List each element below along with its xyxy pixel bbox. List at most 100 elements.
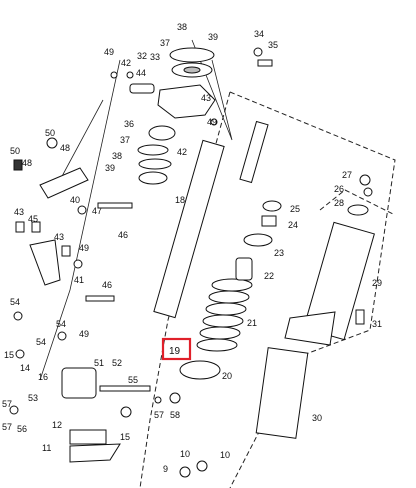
spacer-43c [61, 245, 71, 257]
spring-21 [196, 278, 253, 352]
bushing-39b [138, 171, 168, 185]
callout-52: 52 [112, 358, 122, 368]
callout-40: 40 [70, 195, 80, 205]
callout-39: 39 [208, 32, 218, 42]
callout-9: 9 [163, 464, 168, 474]
assembly-outline-left [139, 91, 231, 488]
callout-16: 16 [38, 372, 48, 382]
washer-37b [137, 144, 169, 156]
callout-36: 36 [124, 119, 134, 129]
bolt-31 [355, 309, 365, 325]
cap-24 [261, 215, 277, 227]
callout-23: 23 [274, 248, 284, 258]
bump-stop-22 [235, 257, 253, 281]
washer-49c [73, 259, 83, 269]
callout-47: 47 [92, 206, 102, 216]
shock-rod-18 [153, 139, 225, 319]
callout-55: 55 [128, 375, 138, 385]
callout-42b: 42 [177, 147, 187, 157]
bushing-39-inner [183, 66, 201, 74]
callout-48b: 48 [22, 158, 32, 168]
leader-line [39, 59, 121, 381]
nut-27 [359, 174, 371, 186]
callout-57c: 57 [154, 410, 164, 420]
callout-53: 53 [28, 393, 38, 403]
callout-28: 28 [334, 198, 344, 208]
sleeve-30 [255, 347, 309, 439]
callout-24: 24 [288, 220, 298, 230]
washer-54b [57, 331, 67, 341]
bushing-23 [243, 233, 273, 247]
callout-15b: 15 [120, 432, 130, 442]
highlight-box [161, 337, 192, 361]
callout-22: 22 [264, 271, 274, 281]
callout-41: 41 [74, 275, 84, 285]
bolt-35 [257, 59, 273, 67]
callout-30: 30 [312, 413, 322, 423]
plate-11 [69, 443, 121, 463]
callout-labels: 38 39 37 34 35 49 32 33 42 44 43 36 49 3… [2, 22, 382, 474]
callout-49d: 49 [79, 329, 89, 339]
leader-line [59, 99, 104, 181]
callout-29: 29 [372, 278, 382, 288]
washer-26 [363, 187, 373, 197]
callout-38: 38 [177, 22, 187, 32]
bracket-12 [69, 429, 107, 445]
callout-35: 35 [268, 40, 278, 50]
callout-43b: 43 [14, 207, 24, 217]
bolt-46b [85, 295, 115, 302]
callout-37: 37 [160, 38, 170, 48]
callout-11: 11 [42, 443, 51, 453]
washer-15a [15, 349, 25, 359]
callout-37b: 37 [120, 135, 130, 145]
callout-19-highlighted: 19 [169, 346, 181, 357]
callout-56: 56 [17, 424, 27, 434]
nut-34 [253, 47, 263, 57]
nut-58 [169, 392, 181, 404]
callout-45: 45 [28, 214, 38, 224]
washer-38b [138, 158, 172, 170]
washer-42a [126, 71, 134, 79]
washer-57c [154, 396, 162, 404]
callout-21: 21 [247, 318, 257, 328]
shock-rod-top [239, 120, 269, 184]
callout-10b: 10 [220, 450, 230, 460]
callout-15: 15 [4, 350, 14, 360]
callout-51: 51 [94, 358, 104, 368]
callout-12: 12 [52, 420, 62, 430]
callout-54: 54 [10, 297, 20, 307]
callout-33: 33 [150, 52, 160, 62]
callout-54b: 54 [56, 319, 66, 329]
callout-34: 34 [254, 29, 264, 39]
callout-49: 49 [104, 47, 114, 57]
callout-38b: 38 [112, 151, 122, 161]
bolt-55 [99, 385, 151, 392]
pin-44 [129, 83, 155, 94]
callout-14: 14 [20, 363, 30, 373]
callout-18: 18 [175, 195, 185, 205]
spacer-43 [15, 221, 25, 233]
nut-25 [262, 200, 282, 212]
callout-54c: 54 [36, 337, 46, 347]
mount-plate-29 [284, 311, 336, 346]
nut-48 [46, 137, 58, 149]
callout-46b: 46 [102, 280, 112, 290]
washer-38 [169, 47, 215, 63]
bolt-46a [97, 202, 133, 209]
clip-50 [13, 159, 23, 171]
callout-48: 48 [60, 143, 70, 153]
nut-10a [179, 466, 191, 478]
callout-58: 58 [170, 410, 180, 420]
callout-44: 44 [136, 68, 146, 78]
washer-49b [210, 118, 218, 126]
seat-20 [179, 360, 221, 380]
washer-28 [347, 204, 369, 216]
callout-20: 20 [222, 371, 232, 381]
washer-49a [110, 71, 118, 79]
callout-10: 10 [180, 449, 190, 459]
callout-43c: 43 [54, 232, 64, 242]
callout-46: 46 [118, 230, 128, 240]
callout-26: 26 [334, 184, 344, 194]
callout-57: 57 [2, 422, 12, 432]
